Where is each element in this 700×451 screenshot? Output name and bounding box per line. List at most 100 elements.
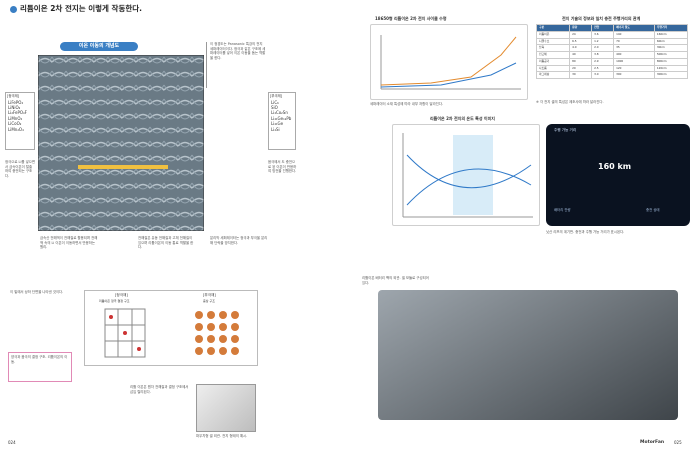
chart1-note: 세퍼레이터 소재 특성에 따라 내부 저항이 달라진다. — [370, 102, 444, 106]
table-cell: 니켈수소 — [535, 37, 571, 46]
anode-item: LiC₆ — [271, 99, 279, 105]
chart2-graphic — [402, 133, 533, 218]
left-page-number: 024 — [8, 440, 16, 445]
cathode-title: [정극재] — [7, 94, 20, 98]
bottom-left-caption: 리튬 이온은 원자 전해질과 결정 구조에서 삽입 탈리된다. — [130, 385, 189, 394]
table-cell: 나트륨 — [535, 64, 571, 73]
dashboard-value: 160 km — [598, 162, 632, 171]
anode-item: Li₄₁Ge₁₂Pb — [271, 115, 292, 121]
table-cell: 400 — [613, 51, 655, 59]
brand-logo: MotorFan — [640, 440, 665, 445]
page-title-icon — [10, 6, 17, 13]
table-header: 구분 — [535, 24, 571, 32]
crystal-panel: [정극재] [부극재] 리튬이온 정극 결정 구조 층상 구조 — [84, 290, 258, 366]
table-cell: 40 — [569, 51, 593, 59]
table-cell: 140 — [613, 30, 655, 39]
cathode-item: LiMn₂O₄ — [8, 126, 24, 132]
table-cell: 30 — [569, 71, 593, 80]
table-cell: 1000 — [613, 57, 655, 66]
caption-col4: 이 밑에서 상하 단면을 나타낸 것이다. — [10, 290, 64, 294]
caption-col1: 금속산 전해액이 전해질로 활용되며 전해액 속의 Li 이온이 이동하면서 반… — [40, 236, 98, 250]
table-row: 나트륨 20 2.5 120 120km — [535, 64, 689, 73]
cathode-item: LiCoO₂ — [8, 121, 22, 127]
chart1-title: 18650형 리튬이온 2차 전지 사이클 수명 — [375, 16, 447, 21]
table-cell: 전고체 — [535, 51, 571, 59]
table-cell: 300km — [653, 71, 689, 80]
anode-item: Li₄₁Ge — [271, 121, 284, 127]
anode-item: SiO — [271, 104, 278, 110]
cathode-item: LiFePO₄ — [8, 99, 24, 105]
table-cell: 120 — [613, 64, 655, 73]
right-note: 음극에서 도 충전으로 된 이온이 반응하여 방전을 진행한다. — [268, 160, 297, 174]
table-cell: 80 — [569, 57, 593, 66]
chart2-frame — [392, 124, 540, 226]
dashboard-display: 주행 가능 거리 160 km 배터리 잔량 충전 상태 — [546, 124, 690, 226]
bottom-right-caption: 파우치형 셀 외관. 전지 형태의 예시. — [196, 434, 248, 438]
intro-caption: 이 정경도는 Panasonic 특강의 전지 세퍼레이터이다. 정극과 같은 … — [206, 42, 266, 88]
table-row: 리튬공기 80 2.9 1000 800km — [535, 57, 689, 66]
dashboard-label-right: 충전 상태 — [646, 208, 660, 212]
table-row: 마그네슘 30 3.0 300 300km — [535, 71, 689, 80]
pouch-cell-photo — [196, 384, 256, 432]
table-header: 용량 — [569, 24, 593, 32]
table-title: 전지 기술의 정보와 일치 충전 주행거리의 관계 — [562, 16, 641, 21]
table-cell: 70 — [613, 37, 655, 46]
table-cell: 3.0 — [591, 71, 615, 80]
table-cell: 800km — [653, 57, 689, 66]
anode-box: [부극재] LiC₆ SiO Li₄Co₂Sn Li₄₁Ge₁₂Pb Li₄₁G… — [268, 92, 296, 150]
crystal-title-left: [정극재] — [115, 293, 128, 297]
table-row: 전고체 40 3.8 400 500km — [535, 51, 689, 59]
table-cell: 35 — [613, 44, 655, 53]
fiber-texture — [38, 55, 204, 231]
table-cell: 30km — [653, 44, 689, 53]
battery-caption: 리튬이온 배터리 팩의 외관. 셀 모듈로 구성되어 있다. — [362, 276, 429, 285]
table-row: 리튬이온 24 3.6 140 160km — [535, 30, 689, 39]
table-cell: 300 — [613, 71, 655, 80]
left-note: 정극으로 Li를 넣으면서 금속이온이 탈출하여 충전되는 구조다. — [5, 160, 35, 178]
table-cell: 60km — [653, 37, 689, 46]
crystal-sub-right: 층상 구조 — [203, 299, 215, 303]
table-cell: 500km — [653, 51, 689, 59]
table-header: 전압 — [591, 24, 615, 32]
ion-diagram — [38, 55, 204, 231]
dashboard-caption: 닛산 리프의 계기판. 충전과 주행 가능 거리가 표시된다. — [546, 230, 625, 234]
chart1-graphic — [380, 35, 521, 90]
table-cell: 2.5 — [591, 64, 615, 73]
table-header: 에너지 밀도 — [613, 24, 655, 32]
table-cell: 납축 — [535, 44, 571, 53]
table-header: 주행거리 — [653, 24, 689, 32]
dashboard-header: 주행 가능 거리 — [554, 128, 577, 132]
caption-col2: 전해질은 유동 전해질과 고체 전해질이 있으며 리튬이온의 이동 통로 역할을… — [138, 236, 194, 250]
crystal-graphic — [104, 308, 239, 358]
table-cell: 리튬공기 — [535, 57, 571, 66]
table-cell: 3.6 — [591, 30, 615, 39]
cathode-box: [정극재] LiFePO₄ LiNiO₂ Li₂FePO₄F LiMnO₄ Li… — [5, 92, 35, 150]
table-cell: 6.5 — [569, 37, 593, 46]
table-cell: 24 — [569, 30, 593, 39]
cathode-item: Li₂FePO₄F — [8, 110, 27, 116]
chart1-frame — [370, 24, 528, 100]
cathode-item: LiNiO₂ — [8, 104, 21, 110]
anode-item: Li₄Co₂Sn — [271, 110, 288, 116]
anode-title: [부극재] — [270, 94, 283, 98]
pink-note: 양극과 음극의 결정 구조. 리튬이온의 이동. — [8, 352, 72, 382]
caption-col3: 분리막 세퍼레이터는 정극과 부극을 분리해 단락을 방지한다. — [210, 236, 268, 245]
right-page-number: 025 — [674, 440, 682, 445]
table-cell: 120km — [653, 64, 689, 73]
table-cell: 4.0 — [569, 44, 593, 53]
table-cell: 2.9 — [591, 57, 615, 66]
table-cell: 1.2 — [591, 37, 615, 46]
chart2-title: 리튬이온 2차 전지의 온도 특성 이미지 — [430, 116, 495, 121]
table-footnote: ※ 각 전지 셀의 특성은 제조사에 따라 달라진다. — [536, 100, 604, 104]
table-row: 납축 4.0 2.0 35 30km — [535, 44, 689, 53]
dashboard-label-left: 배터리 잔량 — [554, 208, 571, 212]
table-cell: 리튬이온 — [535, 30, 571, 39]
table-cell: 2.0 — [591, 44, 615, 53]
spec-table: 구분 용량 전압 에너지 밀도 주행거리 리튬이온 24 3.6 140 160… — [535, 24, 689, 80]
anode-item: Li₄Si — [271, 126, 280, 132]
cathode-item: LiMnO₄ — [8, 115, 23, 121]
diagram-label: 이온 이동의 개념도 — [60, 42, 138, 51]
table-cell: 마그네슘 — [535, 71, 571, 80]
crystal-title-right: [부극재] — [203, 293, 216, 297]
table-cell: 160km — [653, 30, 689, 39]
